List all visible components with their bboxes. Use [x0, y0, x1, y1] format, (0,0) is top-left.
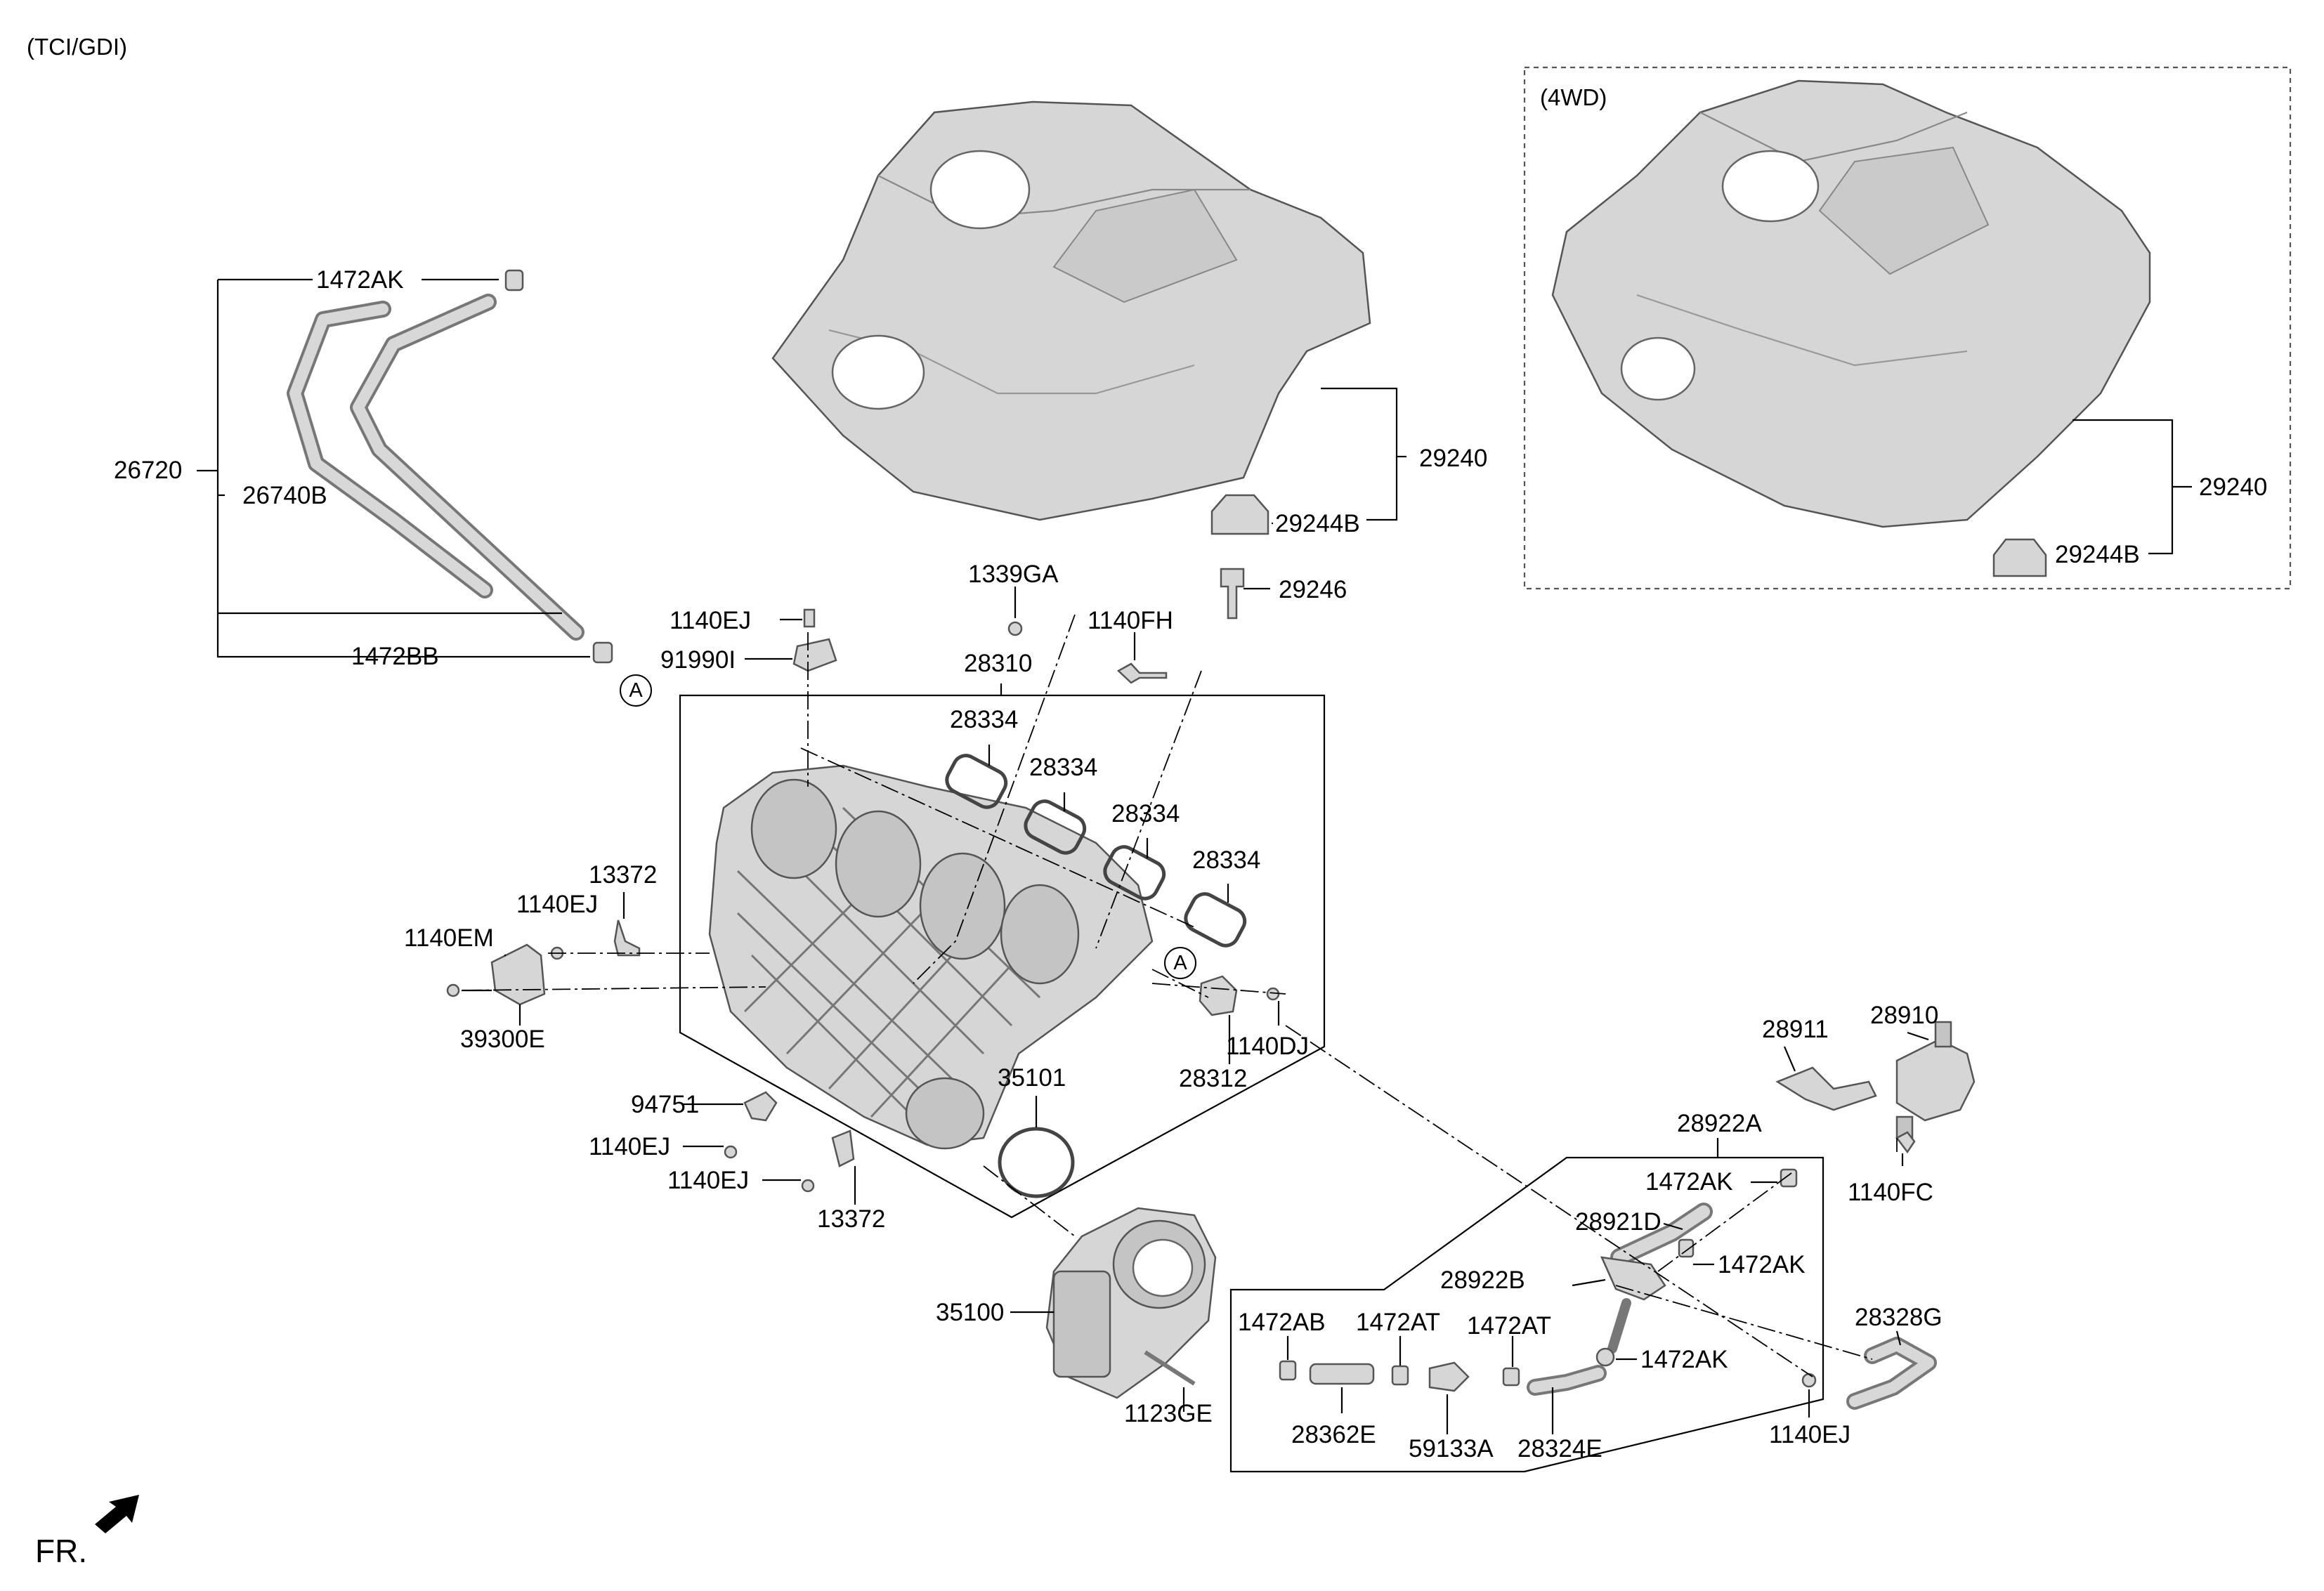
label-1472bb: 1472BB: [351, 643, 439, 670]
label-1140dj: 1140DJ: [1226, 1033, 1310, 1060]
label-29244b-main: 29244B: [1275, 510, 1360, 537]
variant-label: (TCI/GDI): [27, 34, 127, 60]
map-sensor-39300e: [490, 943, 546, 1006]
label-39300e: 39300E: [460, 1026, 545, 1053]
bolt-1140dj: [1266, 987, 1280, 1001]
throttle-body: [1045, 1207, 1217, 1399]
bolt-1140ej-a: [803, 608, 816, 628]
inset-4wd-frame: [1523, 66, 2292, 590]
engine-cover-main: [771, 100, 1371, 521]
label-28334-4: 28334: [1192, 846, 1261, 874]
inset-4wd-label: (4WD): [1540, 84, 1607, 110]
label-1123ge: 1123GE: [1124, 1400, 1213, 1427]
ref-circle-a-right: A: [1164, 947, 1196, 979]
bolt-1140fc: [1895, 1131, 1916, 1154]
label-28910: 28910: [1870, 1002, 1939, 1029]
nut-1339ga: [1007, 621, 1023, 636]
label-26740b: 26740B: [242, 482, 327, 509]
gasket-35101: [998, 1127, 1075, 1198]
label-59133a: 59133A: [1409, 1435, 1494, 1462]
bolt-1140ej-e: [1801, 1373, 1817, 1388]
bracket-91990i: [792, 638, 837, 672]
gasket-28334-4: [1184, 892, 1247, 948]
label-1140ej-a: 1140EJ: [670, 607, 752, 634]
label-28921d: 28921D: [1575, 1208, 1662, 1236]
label-28922b: 28922B: [1440, 1266, 1525, 1294]
label-35101: 35101: [998, 1064, 1066, 1092]
label-1472ak-top: 1472AK: [316, 266, 404, 294]
pin-29246: [1220, 568, 1245, 620]
label-13372-a: 13372: [589, 861, 658, 889]
gasket-28334-3: [1103, 845, 1166, 901]
label-1140ej-b: 1140EJ: [516, 891, 599, 918]
purge-valve-28910: [1895, 1021, 1976, 1139]
clip-94751: [743, 1091, 778, 1122]
bracket-28911: [1775, 1066, 1877, 1111]
label-28334-1: 28334: [950, 706, 1019, 733]
label-28324e: 28324E: [1517, 1435, 1602, 1462]
gasket-28334-1: [945, 754, 1008, 809]
front-arrow-icon: [95, 1495, 139, 1533]
label-29244b-4wd: 29244B: [2055, 541, 2140, 568]
intake-manifold: [708, 764, 1154, 1150]
label-28310: 28310: [964, 650, 1033, 677]
label-1140ej-e: 1140EJ: [1769, 1421, 1851, 1448]
label-1472ak-c: 1472AK: [1718, 1251, 1806, 1278]
label-1472at-b: 1472AT: [1467, 1312, 1551, 1340]
front-orientation-label: FR.: [35, 1533, 88, 1569]
hose-group-frame: [1229, 1156, 1824, 1473]
label-29240-main: 29240: [1419, 445, 1488, 472]
bolt-1140ej-d: [801, 1179, 815, 1193]
leader-lines: [197, 278, 2192, 1434]
label-1472ak-b: 1472AK: [1645, 1168, 1733, 1196]
alignment-lines: [463, 614, 1898, 1377]
manifold-frame: [679, 694, 1326, 1219]
label-1140em: 1140EM: [404, 924, 494, 952]
label-1140ej-c: 1140EJ: [589, 1133, 671, 1160]
bracket-13372-a: [613, 919, 641, 957]
label-1140ej-d: 1140EJ: [667, 1167, 750, 1194]
bracket-13372-b: [831, 1130, 855, 1167]
label-28312: 28312: [1179, 1065, 1248, 1092]
bolt-1123ge: [1144, 1350, 1196, 1386]
cap-29244b-main: [1210, 494, 1269, 535]
label-1339ga: 1339GA: [968, 561, 1059, 588]
label-29240-4wd: 29240: [2199, 473, 2268, 501]
label-28922a: 28922A: [1677, 1110, 1762, 1137]
cap-29244b-4wd: [1992, 538, 2047, 577]
label-28362e: 28362E: [1291, 1421, 1376, 1448]
label-29246: 29246: [1279, 576, 1347, 603]
bolt-1140em: [446, 983, 460, 997]
bolt-1140ej-c: [724, 1145, 738, 1159]
label-1472at-a: 1472AT: [1356, 1309, 1440, 1336]
label-1140fc: 1140FC: [1848, 1179, 1933, 1206]
label-28334-2: 28334: [1029, 754, 1098, 781]
label-94751: 94751: [631, 1091, 700, 1118]
bolt-1140fh: [1116, 662, 1168, 684]
ref-circle-a-left: A: [620, 674, 652, 707]
label-91990i: 91990I: [660, 646, 736, 674]
label-1472ab: 1472AB: [1238, 1309, 1326, 1336]
pcv-hose-set: [287, 269, 613, 664]
label-1472ak-d: 1472AK: [1640, 1346, 1728, 1373]
engine-cover-4wd: [1551, 79, 2151, 528]
sensor-28312: [1199, 975, 1238, 1016]
label-13372-b: 13372: [817, 1205, 886, 1233]
label-35100: 35100: [936, 1299, 1005, 1326]
label-28328g: 28328G: [1855, 1304, 1943, 1331]
label-26720: 26720: [114, 457, 183, 484]
label-28334-3: 28334: [1111, 800, 1180, 827]
label-1140fh: 1140FH: [1088, 607, 1173, 634]
label-28911: 28911: [1762, 1016, 1829, 1043]
